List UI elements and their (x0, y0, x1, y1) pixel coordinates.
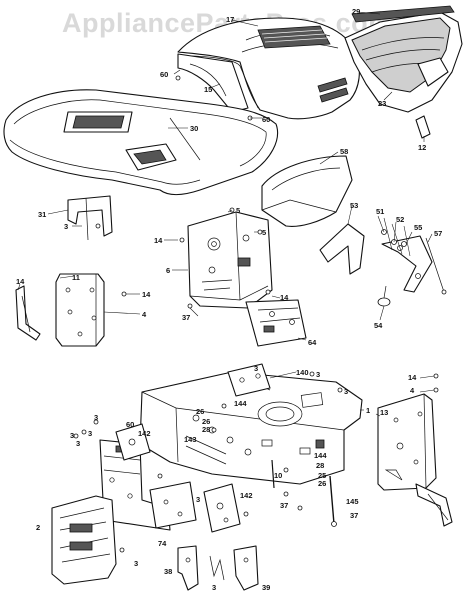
callout-6: 6 (166, 266, 170, 275)
hood[interactable] (177, 17, 360, 120)
hood-grille-vents (257, 25, 331, 49)
callout-29: 29 (352, 7, 360, 16)
pivot-rod-10[interactable] (271, 459, 275, 489)
callout-37-c: 37 (350, 511, 358, 520)
callout-3-d: 3 (344, 387, 348, 396)
callout-14-d: 14 (280, 293, 289, 302)
callout-144-b: 144 (314, 451, 327, 460)
bracket-31[interactable] (67, 195, 113, 241)
callout-140: 140 (296, 368, 309, 377)
callout-5-b: 5 (262, 228, 266, 237)
callout-142-a: 142 (138, 429, 151, 438)
bracket-142-left[interactable] (115, 423, 151, 461)
leader-lines (17, 11, 435, 417)
main-frame-1[interactable] (139, 371, 363, 485)
callout-3-f: 3 (70, 431, 74, 440)
hood-side-vents (317, 77, 349, 103)
callout-26-a: 26 (196, 407, 204, 416)
callout-53: 53 (350, 201, 358, 210)
callout-26-b: 26 (202, 417, 210, 426)
callout-37-b: 37 (280, 501, 288, 510)
callout-143: 143 (184, 435, 197, 444)
bracket-39[interactable] (233, 545, 259, 591)
side-panel-13[interactable] (377, 393, 437, 491)
callout-38: 38 (164, 567, 172, 576)
fender-assembly[interactable] (3, 89, 278, 196)
frame-rear-opening (257, 401, 303, 427)
callout-55: 55 (414, 223, 422, 232)
callout-28-b: 28 (316, 461, 324, 470)
callout-28-a: 28 (202, 425, 210, 434)
callout-3-b: 3 (254, 364, 258, 373)
callout-14-b: 14 (16, 277, 25, 286)
spring-3[interactable] (209, 555, 225, 581)
callout-54: 54 (374, 321, 383, 330)
callout-2: 2 (36, 523, 40, 532)
callout-labels: 17 29 60 15 60 23 30 12 58 31 3 5 14 5 6… (16, 7, 442, 592)
callout-14-a: 14 (154, 236, 163, 245)
callout-145: 145 (346, 497, 359, 506)
rod-57[interactable] (425, 237, 447, 295)
lever-bracket-55[interactable] (381, 235, 433, 293)
callout-3-a: 3 (64, 222, 68, 231)
callout-5-a: 5 (236, 206, 240, 215)
callout-26-c: 26 (318, 479, 326, 488)
callout-4-b: 4 (410, 386, 415, 395)
callout-52: 52 (396, 215, 404, 224)
callout-12: 12 (418, 143, 426, 152)
callout-10: 10 (274, 471, 282, 480)
callout-3-c: 3 (316, 370, 320, 379)
callout-15: 15 (204, 85, 212, 94)
bracket-74[interactable] (149, 481, 197, 529)
callout-3-k: 3 (212, 583, 216, 592)
callout-17: 17 (226, 15, 234, 24)
callout-23: 23 (378, 99, 386, 108)
callout-3-i: 3 (196, 495, 200, 504)
shift-plate-recess (125, 143, 177, 171)
side-panel-11[interactable] (55, 273, 105, 347)
callout-64: 64 (308, 338, 317, 347)
battery-tray-58[interactable] (261, 155, 353, 227)
callout-144-a: 144 (234, 399, 247, 408)
callout-60-a: 60 (160, 70, 168, 79)
callout-3-e: 3 (94, 413, 98, 422)
callout-1: 1 (366, 406, 370, 415)
callout-74: 74 (158, 539, 167, 548)
callout-58: 58 (340, 147, 348, 156)
knob-54[interactable] (377, 285, 391, 307)
dash-panel-6[interactable] (187, 211, 273, 309)
callout-3-h: 3 (76, 439, 80, 448)
lift-lever-53[interactable] (319, 223, 365, 275)
callout-142-b: 142 (240, 491, 253, 500)
callout-37-a: 37 (182, 313, 190, 322)
pivot-rod-145[interactable] (329, 475, 337, 527)
bracket-12[interactable] (415, 115, 431, 139)
callout-39: 39 (262, 583, 270, 592)
callout-4-a: 4 (142, 310, 147, 319)
callout-14-c: 14 (142, 290, 151, 299)
callout-31: 31 (38, 210, 46, 219)
bracket-64[interactable] (245, 299, 307, 347)
front-bumper-strip[interactable] (351, 5, 455, 23)
front-skirt-2[interactable] (51, 495, 117, 585)
bracket-142-right[interactable] (203, 483, 241, 533)
callout-3-g: 3 (88, 429, 92, 438)
callout-60-c: 60 (126, 420, 134, 429)
grille-bumper[interactable] (344, 11, 463, 113)
bracket-38[interactable] (177, 545, 199, 591)
seat-mount-recess (63, 111, 133, 133)
callout-14-e: 14 (408, 373, 417, 382)
callout-30: 30 (190, 124, 198, 133)
callout-60-b: 60 (262, 115, 270, 124)
callout-11: 11 (72, 273, 80, 282)
bracket-left-14[interactable] (15, 285, 41, 341)
callout-3-j: 3 (134, 559, 138, 568)
callout-13: 13 (380, 408, 388, 417)
callout-25: 25 (318, 471, 326, 480)
callout-57: 57 (434, 229, 442, 238)
callout-51: 51 (376, 207, 384, 216)
bracket-right-14[interactable] (415, 483, 453, 527)
bracket-140[interactable] (227, 363, 271, 397)
